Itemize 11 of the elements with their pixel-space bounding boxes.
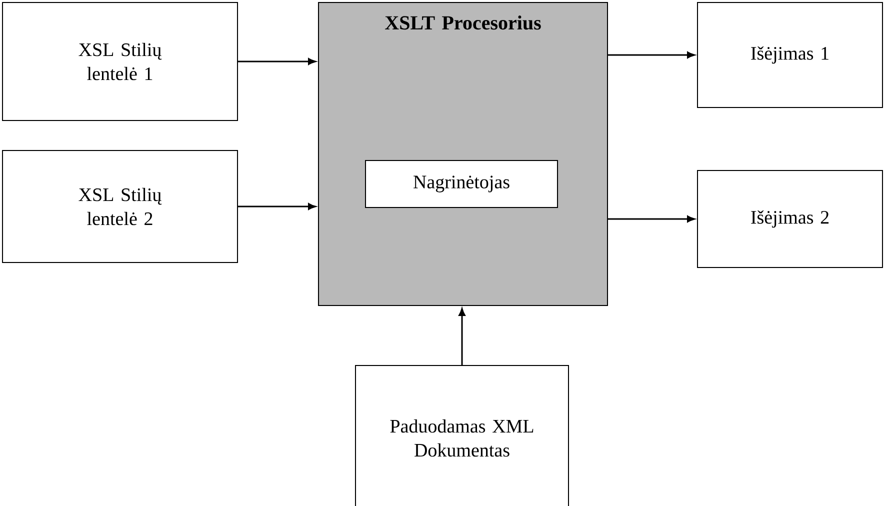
input-box: Paduodamas XML Dokumentas: [355, 365, 569, 506]
parser-box: Nagrinėtojas: [365, 160, 558, 208]
arrow: [608, 216, 695, 222]
arrow: [238, 203, 316, 210]
input-box: XSL Stilių lentelė 1: [2, 2, 238, 121]
arrow: [458, 308, 466, 365]
output-box: Išėjimas 2: [697, 170, 883, 268]
arrow: [608, 52, 695, 58]
output-box: Išėjimas 1: [697, 2, 883, 108]
arrow: [238, 58, 316, 65]
input-box: XSL Stilių lentelė 2: [2, 150, 238, 263]
